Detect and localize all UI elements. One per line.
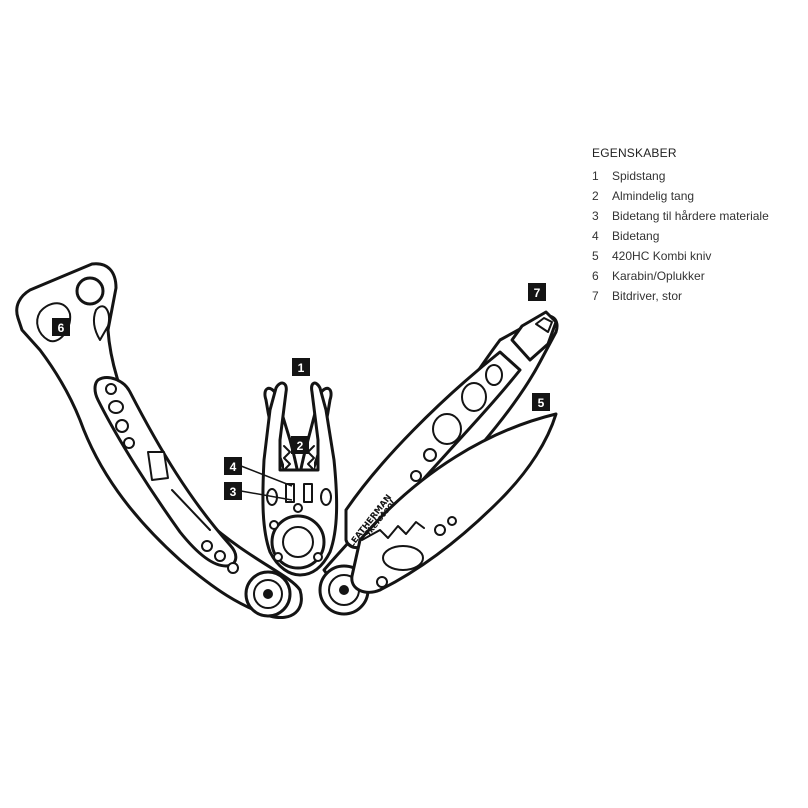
callout-3: 3 xyxy=(224,482,242,500)
leader-3 xyxy=(240,490,293,501)
svg-text:4: 4 xyxy=(230,460,237,474)
legend-item: 5 420HC Kombi kniv xyxy=(592,246,769,266)
legend-item-label: Bidetang xyxy=(612,229,660,243)
legend-item-number: 4 xyxy=(592,229,599,243)
legend-item: 6 Karabin/Oplukker xyxy=(592,266,769,286)
legend-item-label: 420HC Kombi kniv xyxy=(612,249,712,263)
legend-item-label: Karabin/Oplukker xyxy=(612,269,705,283)
legend-item: 3 Bidetang til hårdere materiale xyxy=(592,206,769,226)
legend-item-number: 5 xyxy=(592,249,599,263)
svg-text:3: 3 xyxy=(230,485,237,499)
leader-4 xyxy=(240,465,293,487)
features-legend: EGENSKABER 1 Spidstang 2 Almindelig tang… xyxy=(592,146,769,306)
callout-7: 7 xyxy=(528,283,546,301)
legend-item-number: 1 xyxy=(592,169,599,183)
legend-item-label: Spidstang xyxy=(612,169,666,183)
legend-item: 7 Bitdriver, stor xyxy=(592,286,769,306)
legend-item: 1 Spidstang xyxy=(592,166,769,186)
svg-text:2: 2 xyxy=(297,439,304,453)
legend-item-number: 6 xyxy=(592,269,599,283)
svg-text:5: 5 xyxy=(538,396,545,410)
callout-4: 4 xyxy=(224,457,242,475)
legend-item-number: 3 xyxy=(592,209,599,223)
legend-item-label: Bitdriver, stor xyxy=(612,289,683,303)
legend-item-label: Almindelig tang xyxy=(612,189,695,203)
pliers xyxy=(261,381,339,577)
callout-6: 6 xyxy=(52,318,70,336)
legend-item-number: 7 xyxy=(592,289,599,303)
legend-item: 4 Bidetang xyxy=(592,226,769,246)
svg-text:1: 1 xyxy=(298,361,305,375)
callout-1: 1 xyxy=(292,358,310,376)
svg-text:6: 6 xyxy=(58,321,65,335)
legend-item: 2 Almindelig tang xyxy=(592,186,769,206)
knife-blade xyxy=(350,412,558,594)
svg-text:7: 7 xyxy=(534,286,541,300)
legend-item-label: Bidetang til hårdere materiale xyxy=(612,209,769,223)
legend-title: EGENSKABER xyxy=(592,146,677,160)
left-handle xyxy=(15,262,303,619)
legend-item-number: 2 xyxy=(592,189,599,203)
callout-5: 5 xyxy=(532,393,550,411)
callout-2: 2 xyxy=(291,436,309,454)
